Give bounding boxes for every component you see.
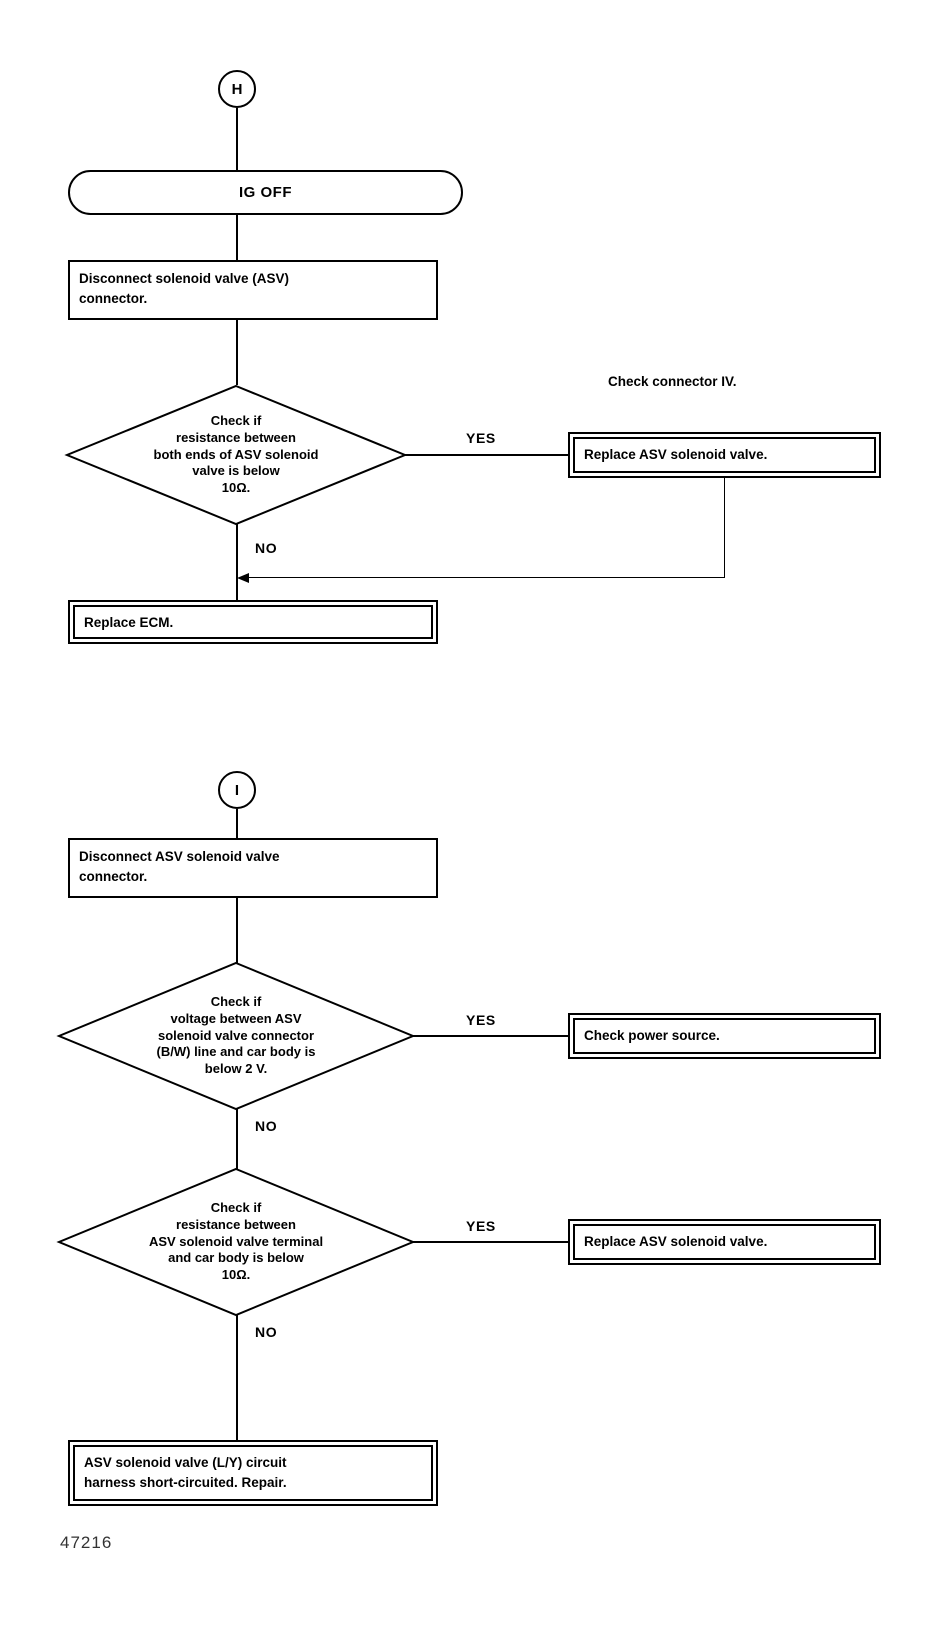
result-line: Replace ECM. xyxy=(84,615,174,630)
process-line: Disconnect solenoid valve (ASV) xyxy=(79,271,290,286)
decision-resistance-both-ends: Check if resistance between both ends of… xyxy=(64,384,408,526)
flow-line-disconnect-to-decision-voltage xyxy=(236,898,238,964)
result-harness-short-circuited: ASV solenoid valve (L/Y) circuit harness… xyxy=(68,1440,438,1506)
process-disconnect-solenoid-valve: Disconnect solenoid valve (ASV) connecto… xyxy=(68,260,438,320)
result-line: Replace ASV solenoid valve. xyxy=(584,447,768,462)
result-line: harness short-circuited. Repair. xyxy=(84,1474,287,1490)
decision-voltage-bw-line: Check if voltage between ASV solenoid va… xyxy=(56,961,416,1111)
figure-number: 47216 xyxy=(60,1533,113,1552)
result-line: ASV solenoid valve (L/Y) circuit xyxy=(84,1455,287,1470)
decision-resistance-car-body: Check if resistance between ASV solenoid… xyxy=(56,1167,416,1317)
branch-label-yes: YES xyxy=(466,430,496,446)
flow-line-i-to-disconnect xyxy=(236,809,238,856)
process-line: Disconnect ASV solenoid valve xyxy=(79,849,280,864)
flow-line-no-decision-resistance xyxy=(236,1315,238,1440)
flow-line-yes-decision-resistance xyxy=(413,1241,568,1243)
caption-check-connector-iv: Check connector IV. xyxy=(608,374,737,389)
result-check-power-source: Check power source. xyxy=(568,1013,881,1059)
terminator-ig-off-label: IG OFF xyxy=(239,184,292,201)
result-line: Replace ASV solenoid valve. xyxy=(584,1234,768,1249)
branch-label-no: NO xyxy=(255,1324,278,1340)
feedback-arrow-head xyxy=(237,573,249,583)
connector-circle-h-label: H xyxy=(231,80,243,98)
flow-line-yes-decision-voltage xyxy=(413,1035,568,1037)
connector-circle-i-label: I xyxy=(234,781,240,799)
branch-label-no: NO xyxy=(255,540,278,556)
branch-label-yes: YES xyxy=(466,1218,496,1234)
result-inner: Replace ASV solenoid valve. xyxy=(573,1224,876,1260)
result-inner: Replace ECM. xyxy=(73,605,433,639)
process-disconnect-asv-solenoid-valve: Disconnect ASV solenoid valve connector. xyxy=(68,838,438,898)
flow-line-yes-decision1 xyxy=(405,454,568,456)
flow-line-no-decision1 xyxy=(236,524,238,610)
feedback-line-horizontal xyxy=(248,577,725,578)
flow-line-h-to-igoff xyxy=(236,108,238,170)
process-line: connector. xyxy=(79,290,148,306)
flow-line-igoff-to-disconnect xyxy=(236,215,238,260)
result-inner: Replace ASV solenoid valve. xyxy=(573,437,876,473)
result-inner: ASV solenoid valve (L/Y) circuit harness… xyxy=(73,1445,433,1501)
connector-circle-h: H xyxy=(218,70,256,108)
branch-label-yes: YES xyxy=(466,1012,496,1028)
flow-line-no-decision-voltage xyxy=(236,1109,238,1169)
result-replace-asv-solenoid-valve: Replace ASV solenoid valve. xyxy=(568,432,881,478)
result-replace-ecm: Replace ECM. xyxy=(68,600,438,644)
feedback-line-vertical xyxy=(724,478,725,577)
flow-line-disconnect-to-decision xyxy=(236,320,238,385)
connector-circle-i: I xyxy=(218,771,256,809)
result-inner: Check power source. xyxy=(573,1018,876,1054)
result-line: Check power source. xyxy=(584,1028,720,1043)
process-line: connector. xyxy=(79,868,148,884)
branch-label-no: NO xyxy=(255,1118,278,1134)
terminator-ig-off: IG OFF xyxy=(68,170,463,215)
result-replace-asv-solenoid-valve-2: Replace ASV solenoid valve. xyxy=(568,1219,881,1265)
